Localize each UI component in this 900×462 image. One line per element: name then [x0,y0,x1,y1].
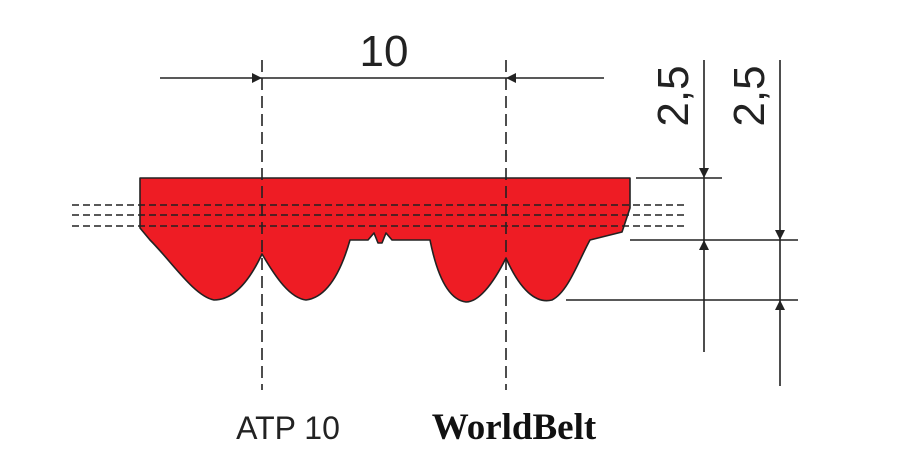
brand-label: WorldBelt [432,407,597,448]
belt-thickness-label: 2,5 [649,65,698,126]
tooth-height-label: 2,5 [725,65,774,126]
pitch-label: 10 [360,27,409,76]
profile-label: ATP 10 [236,410,340,446]
pitch-center-lines [261,60,507,390]
extension-lines [566,177,798,301]
belt-profile [139,177,631,303]
tension-member-lines [72,204,688,227]
